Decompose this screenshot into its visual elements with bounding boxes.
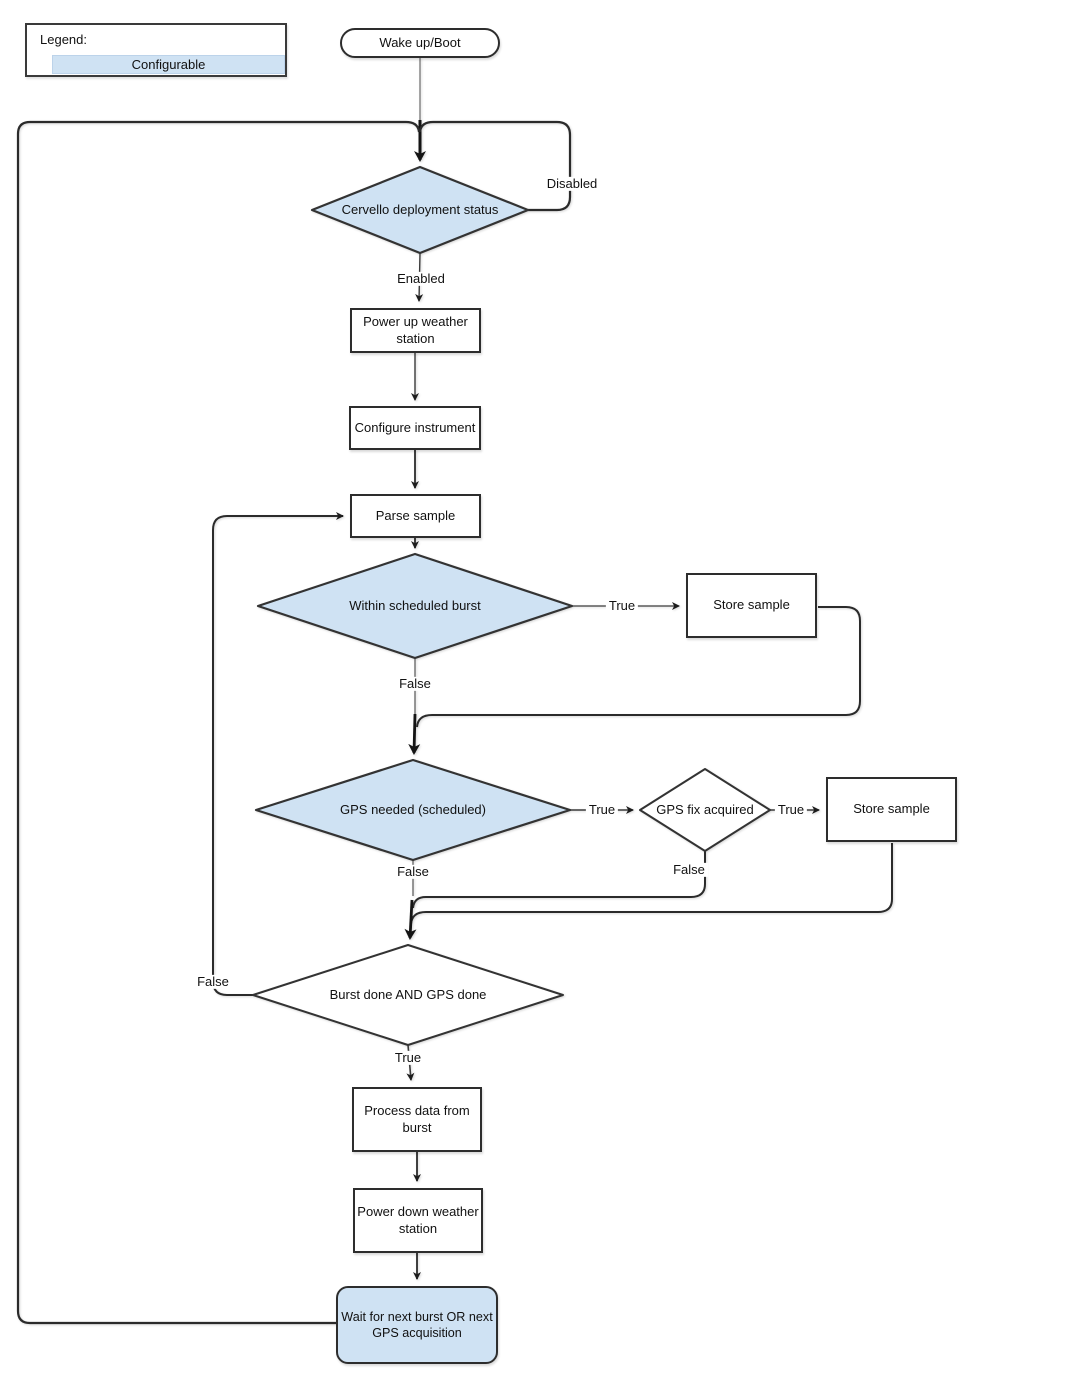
- edge-label-disabled: Disabled: [543, 176, 601, 192]
- edge-label-gps-true: True: [585, 802, 619, 818]
- edge-label-gpsfix-false: False: [670, 862, 708, 878]
- edge-burst-false-loop: [212, 512, 344, 996]
- decision-label-gps-fix: GPS fix acquired: [656, 801, 754, 817]
- edge-store2-return: [410, 843, 893, 925]
- node-wake-up-boot: Wake up/Boot: [340, 28, 500, 58]
- node-label: Wait for next burst OR next GPS acquisit…: [341, 1309, 493, 1340]
- node-store-sample-1: Store sample: [686, 573, 817, 638]
- node-label: Power down weather station: [357, 1203, 479, 1236]
- legend-title: Legend:: [40, 32, 87, 47]
- edge-label-burst-false: False: [194, 974, 232, 990]
- node-process-data-from-burst: Process data from burst: [352, 1087, 482, 1152]
- decision-within-scheduled-burst: [256, 552, 574, 660]
- legend-item-label: Configurable: [131, 57, 206, 72]
- node-label: Process data from burst: [364, 1102, 470, 1135]
- node-label: Store sample: [853, 801, 930, 817]
- node-wait-for-next-burst: Wait for next burst OR next GPS acquisit…: [336, 1286, 498, 1364]
- edge-label-within-false: False: [396, 676, 434, 692]
- node-power-down-weather-station: Power down weather station: [353, 1188, 483, 1253]
- node-label: Wake up/Boot: [379, 34, 461, 50]
- edge-store1-return: [416, 606, 861, 728]
- legend-box: Legend: Configurable: [25, 23, 287, 77]
- edge-wait-restart-loop: [16, 120, 421, 1325]
- decision-burst-done-and-gps-done: [252, 944, 564, 1046]
- node-label: Power up weather station: [363, 313, 468, 346]
- edge-label-enabled: Enabled: [394, 271, 448, 287]
- decision-label-burst-done: Burst done AND GPS done: [329, 986, 487, 1002]
- edge-label-within-true: True: [605, 598, 639, 614]
- edge-entry-gpsneeded: [408, 713, 421, 755]
- decision-label-gps-needed: GPS needed (scheduled): [340, 801, 486, 817]
- node-label: Parse sample: [375, 507, 456, 523]
- edge-label-burst-true: True: [391, 1050, 425, 1066]
- decision-label-cervello: Cervello deployment status: [341, 201, 499, 217]
- decision-gps-needed: [254, 758, 572, 862]
- node-label: Store sample: [713, 597, 790, 613]
- edge-label-gps-false: False: [394, 864, 432, 880]
- decision-cervello-deployment-status: [310, 165, 530, 255]
- node-label: Configure instrument: [354, 419, 476, 435]
- edge-label-gpsfix-true: True: [774, 802, 808, 818]
- decision-label-within-burst: Within scheduled burst: [349, 597, 481, 613]
- node-configure-instrument: Configure instrument: [349, 406, 481, 450]
- edge-gpsfix-false-return: [412, 851, 706, 909]
- node-parse-sample: Parse sample: [350, 494, 481, 538]
- node-store-sample-2: Store sample: [826, 777, 957, 842]
- edge-entry-burstdone: [404, 899, 417, 940]
- node-power-up-weather-station: Power up weather station: [350, 308, 481, 353]
- edge-cervello-disabled-loop: [418, 120, 572, 212]
- decision-gps-fix-acquired: [639, 768, 771, 852]
- legend-configurable-swatch: Configurable: [52, 55, 285, 74]
